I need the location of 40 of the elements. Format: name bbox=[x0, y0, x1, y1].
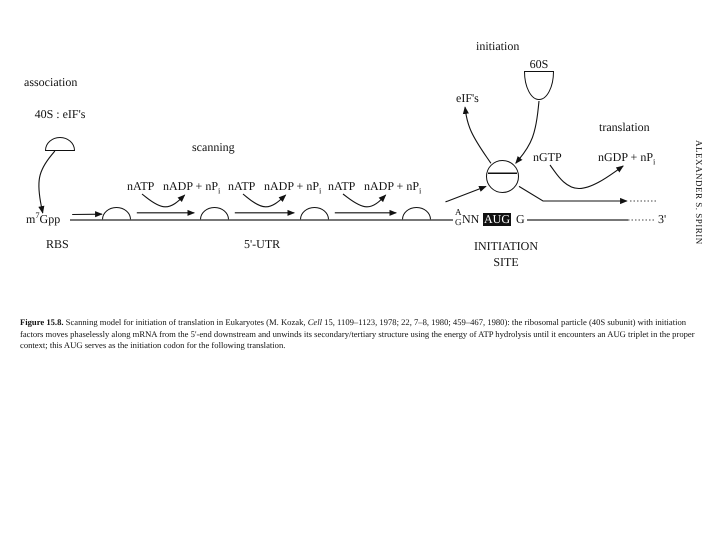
author-credit: ALEXANDER S. SPIRIN bbox=[693, 140, 703, 245]
label: G bbox=[516, 213, 525, 226]
label: RBS bbox=[46, 238, 69, 252]
label: initiation bbox=[476, 40, 520, 54]
arrow bbox=[38, 150, 56, 214]
codon-highlight: AUG bbox=[483, 213, 511, 226]
label: translation bbox=[599, 121, 650, 134]
arrow bbox=[142, 194, 186, 208]
reaction-label: eIF's bbox=[456, 92, 486, 107]
arrow bbox=[234, 210, 295, 216]
figure-caption: Figure 15.8. Scanning model for initiation of translation in Eukaryotes (M. Kozak, Cell 15, 1109–1123, 1978; 22, 7–8, 1980; 459–467, 1980): the ribosomal particle (40S subunit) with initiation factors moves phaselessly along mRNA from the 5'-end downstream and unwinds its secondary/tertiary structure using the energy of ATP hydrolysis until it encounters an AUG triplet in the proper context; this AUG serves as the initiation codon for the following translation. bbox=[20, 317, 696, 352]
arrow bbox=[550, 164, 624, 190]
reaction-label: nATP bbox=[127, 180, 157, 194]
reaction-label: nADP + nP$_{i}$ bbox=[264, 180, 326, 195]
arrow bbox=[462, 106, 492, 164]
arrow bbox=[72, 211, 103, 218]
reaction-label: m$^{7}$Gpp bbox=[26, 213, 70, 228]
label: INITIATION SITE bbox=[473, 238, 539, 270]
reaction-label: nATP bbox=[328, 180, 358, 194]
arrow bbox=[334, 210, 397, 216]
arrow bbox=[342, 194, 386, 208]
reaction-label: nGDP + nP$_{i}$ bbox=[598, 151, 670, 166]
label: 5'-UTR bbox=[244, 238, 280, 252]
arrow bbox=[518, 186, 628, 204]
sequence-letter: G bbox=[455, 218, 462, 228]
subunit-label: 60S bbox=[528, 58, 550, 72]
arrow bbox=[515, 100, 540, 164]
reaction-label: nADP + nP$_{i}$ bbox=[364, 180, 426, 195]
label: 3' bbox=[658, 213, 666, 226]
subunit-label: 40S : eIF's bbox=[34, 108, 86, 122]
reaction-label: nADP + nP$_{i}$ bbox=[163, 180, 225, 195]
label: association bbox=[24, 76, 78, 90]
arrow bbox=[242, 194, 286, 208]
label: scanning bbox=[192, 141, 235, 154]
reaction-label: nGTP bbox=[533, 151, 567, 165]
arrow bbox=[136, 210, 195, 216]
label: NN bbox=[462, 213, 480, 226]
sequence-letter: A bbox=[455, 208, 462, 218]
arrow bbox=[445, 186, 487, 202]
reaction-label: nATP bbox=[228, 180, 258, 194]
